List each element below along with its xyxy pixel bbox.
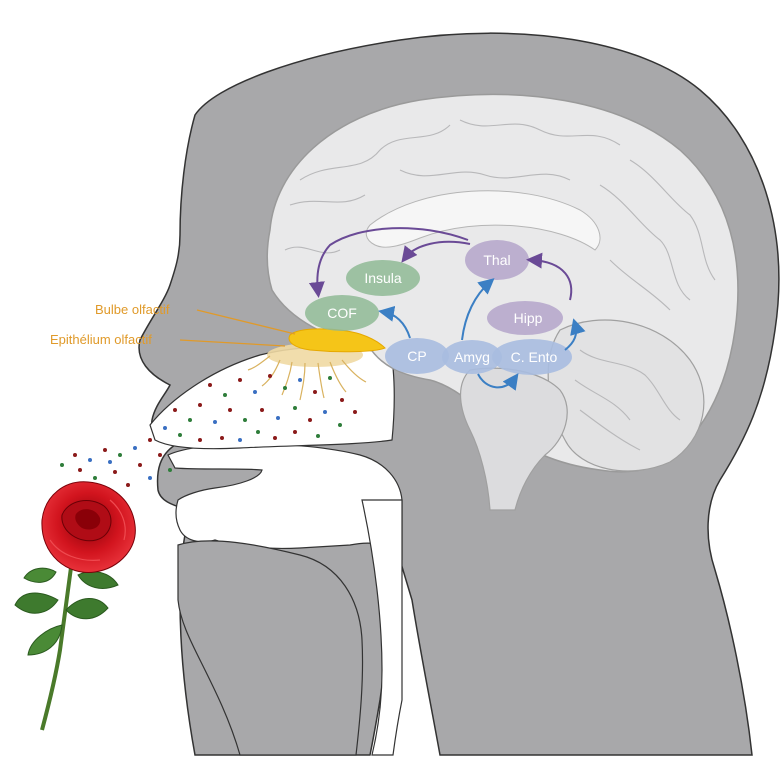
arrow-thal-to-insula [401, 240, 471, 263]
rose-leaf-5 [23, 567, 57, 583]
region-thal-shape [465, 240, 529, 280]
region-cof-shape [305, 295, 379, 331]
pharynx [361, 499, 403, 756]
rose-leaf-2 [65, 598, 109, 620]
region-thal-label: Thal [483, 252, 510, 268]
brainstem [459, 367, 568, 511]
region-cp-label: CP [407, 348, 426, 364]
arrow-cp-to-cof [378, 305, 411, 339]
pathway-arrows [308, 227, 586, 391]
arrow-cento-to-hipp [564, 318, 586, 351]
epithelium-leader [179, 339, 286, 347]
region-insula-label: Insula [364, 270, 402, 286]
region-cof-label: COF [327, 305, 357, 321]
nasal-cavity [149, 346, 395, 450]
tongue [177, 540, 364, 756]
corpus-callosum [365, 190, 601, 251]
region-amyg-label: Amyg [454, 349, 490, 365]
rose-flower [14, 481, 136, 731]
odorant-particles [60, 374, 357, 487]
rose-leaf-1 [14, 592, 59, 614]
arrow-amyg-to-cento [477, 373, 519, 391]
arrow-hipp-to-thal [526, 252, 573, 301]
bulbe-leader [196, 309, 296, 335]
label-bulbe-olfactif: Bulbe olfactif [95, 302, 170, 317]
region-hipp-label: Hipp [514, 310, 543, 326]
region-amyg-shape [442, 340, 502, 374]
oral-cavity [167, 443, 403, 561]
region-cento-label: C. Ento [511, 349, 558, 365]
region-insula-shape [346, 260, 420, 296]
region-hipp-shape [487, 301, 563, 335]
rose-leaf-3 [27, 624, 63, 656]
arrow-thal-to-cof [308, 227, 469, 298]
arrow-amyg-to-thal [461, 278, 495, 341]
region-cento-shape [492, 339, 572, 375]
region-cp-shape [385, 338, 449, 374]
gyri-lines [284, 119, 716, 451]
rose-leaf-4 [77, 571, 119, 589]
label-epithelium-olfactif: Epithélium olfactif [50, 332, 152, 347]
